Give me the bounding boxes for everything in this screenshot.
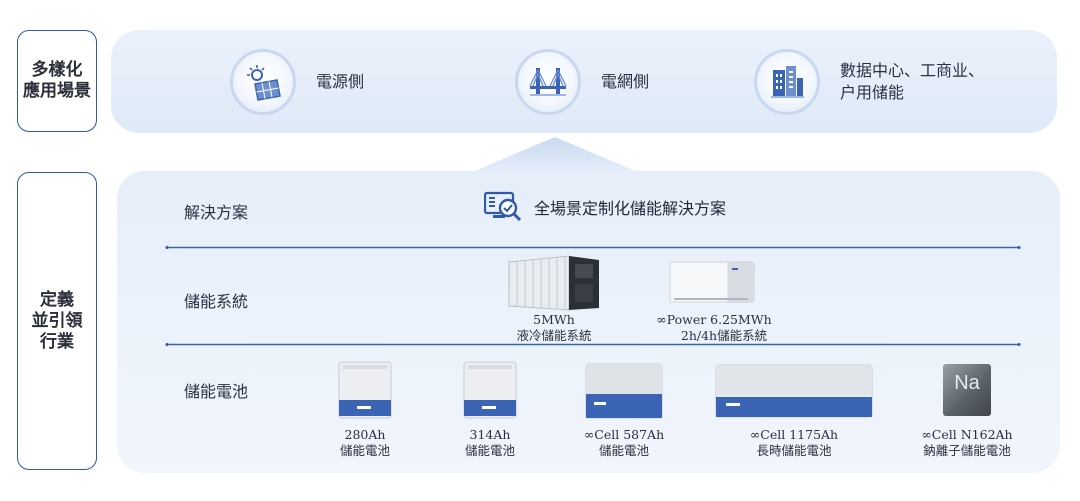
category-label-line: 定義 — [40, 289, 74, 310]
sodium-badge: Na — [954, 372, 980, 394]
cell-280ah-image — [338, 361, 392, 419]
cell-caption: ∞Cell 1175Ah 長時儲能電池 — [749, 427, 839, 458]
buildings-icon — [754, 49, 820, 115]
cell-1175ah-image — [715, 364, 873, 418]
category-label-line: 多樣化 — [31, 60, 83, 80]
scenario-datacenter: 數据中心、工商业、 户用储能 — [754, 49, 984, 115]
row-label-solution: 解決方案 — [184, 203, 249, 222]
category-box-application: 多樣化 應用場景 — [17, 30, 97, 132]
scenario-label: 電網側 — [601, 72, 650, 91]
cell-314ah-image — [463, 361, 517, 419]
row-divider — [165, 246, 1021, 249]
sodium-cell-image: Na — [943, 364, 991, 416]
row-label-battery: 儲能電池 — [184, 382, 249, 401]
bridge-icon — [515, 49, 581, 115]
category-label-line: 並引領 — [31, 310, 83, 331]
cell-caption: ∞Cell N162Ah 鈉離子儲能電池 — [921, 427, 1013, 458]
cell-caption: 314Ah 儲能電池 — [464, 427, 515, 458]
category-label-line: 行業 — [40, 331, 74, 352]
offerings-panel — [117, 171, 1060, 473]
cell-587ah-image — [585, 363, 663, 419]
container-system-image — [508, 255, 599, 311]
solution-item: 全場景定制化儲能解決方案 — [484, 191, 726, 223]
search-monitor-icon — [484, 191, 522, 222]
scenario-grid-side: 電網側 — [515, 49, 649, 115]
system-caption: 5MWh 液冷儲能系統 — [516, 312, 592, 343]
row-divider — [165, 343, 1021, 346]
solar-panel-icon — [230, 49, 296, 115]
cell-caption: ∞Cell 587Ah 儲能電池 — [583, 427, 665, 458]
cabinet-system-image — [669, 261, 755, 303]
row-label-system: 儲能系統 — [184, 292, 249, 311]
category-box-industry: 定義 並引領 行業 — [17, 172, 97, 470]
scenario-label: 數据中心、工商业、 户用储能 — [840, 61, 985, 102]
connector-triangle — [470, 137, 640, 173]
system-caption: ∞Power 6.25MWh 2h/4h儲能系統 — [656, 312, 772, 343]
category-label-line: 應用場景 — [23, 81, 91, 101]
scenario-power-side: 電源側 — [230, 49, 364, 115]
cell-caption: 280Ah 儲能電池 — [339, 427, 390, 458]
solution-text: 全場景定制化儲能解決方案 — [534, 199, 727, 218]
scenario-label: 電源側 — [316, 72, 365, 91]
